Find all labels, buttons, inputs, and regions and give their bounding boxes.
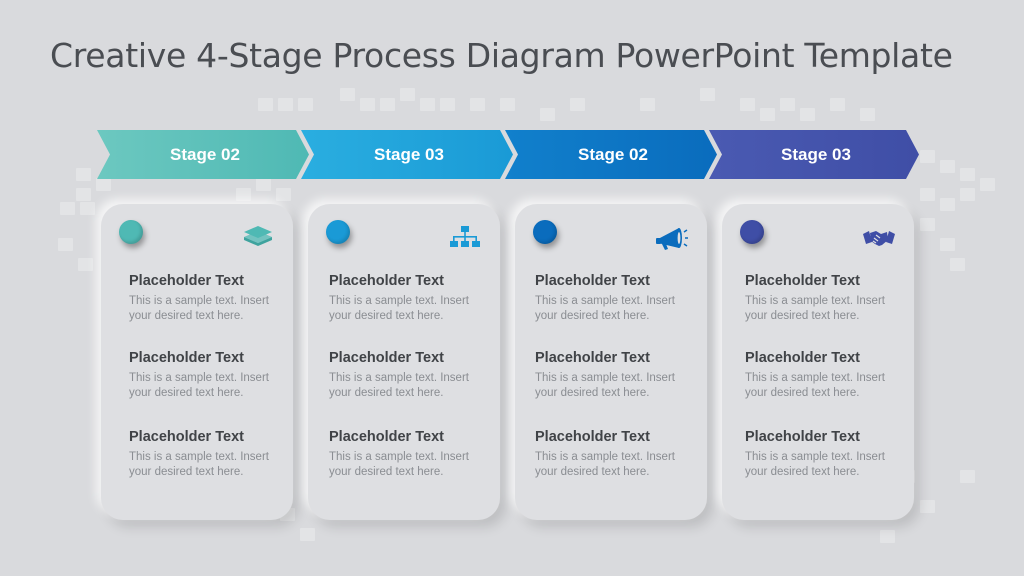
list-item: Placeholder Text This is a sample text. … [745, 429, 905, 480]
layers-icon [244, 226, 272, 246]
stage-card-2: Placeholder Text This is a sample text. … [308, 204, 500, 520]
stage-arrow-1: Stage 02 [97, 130, 309, 179]
item-title: Placeholder Text [129, 429, 244, 445]
stage-card-3: Placeholder Text This is a sample text. … [515, 204, 707, 520]
item-title: Placeholder Text [129, 273, 244, 289]
stage-arrow-label: Stage 03 [374, 144, 444, 164]
item-text: This is a sample text. Insert your desir… [129, 295, 269, 322]
item-title: Placeholder Text [535, 273, 650, 289]
list-item: Placeholder Text This is a sample text. … [129, 273, 289, 324]
stage-dot [533, 220, 557, 244]
stage-arrows: Stage 02 Stage 03 Stage 02 Stage 03 [0, 130, 1024, 180]
stage-card-1: Placeholder Text This is a sample text. … [101, 204, 293, 520]
stage-dot [740, 220, 764, 244]
list-item: Placeholder Text This is a sample text. … [329, 429, 489, 480]
item-text: This is a sample text. Insert your desir… [745, 451, 885, 478]
stage-dot [326, 220, 350, 244]
stage-dot [119, 220, 143, 244]
page-title: Creative 4-Stage Process Diagram PowerPo… [50, 36, 953, 75]
item-title: Placeholder Text [329, 273, 444, 289]
item-text: This is a sample text. Insert your desir… [535, 295, 675, 322]
stage-arrow-label: Stage 03 [781, 144, 851, 164]
list-item: Placeholder Text This is a sample text. … [129, 429, 289, 480]
megaphone-icon [656, 228, 688, 250]
list-item: Placeholder Text This is a sample text. … [329, 350, 489, 401]
hierarchy-icon [450, 226, 480, 247]
stage-arrow-2: Stage 03 [301, 130, 513, 179]
list-item: Placeholder Text This is a sample text. … [535, 429, 695, 480]
list-item: Placeholder Text This is a sample text. … [535, 350, 695, 401]
item-title: Placeholder Text [129, 350, 244, 366]
item-text: This is a sample text. Insert your desir… [745, 372, 885, 399]
item-text: This is a sample text. Insert your desir… [129, 451, 269, 478]
stage-arrow-3: Stage 02 [505, 130, 717, 179]
stage-arrow-label: Stage 02 [578, 144, 648, 164]
stage-arrow-4: Stage 03 [709, 130, 919, 179]
stage-card-4: Placeholder Text This is a sample text. … [722, 204, 914, 520]
list-item: Placeholder Text This is a sample text. … [745, 350, 905, 401]
list-item: Placeholder Text This is a sample text. … [129, 350, 289, 401]
item-title: Placeholder Text [745, 429, 860, 445]
item-text: This is a sample text. Insert your desir… [329, 372, 469, 399]
item-text: This is a sample text. Insert your desir… [329, 295, 469, 322]
item-title: Placeholder Text [535, 429, 650, 445]
item-title: Placeholder Text [535, 350, 650, 366]
item-text: This is a sample text. Insert your desir… [535, 372, 675, 399]
list-item: Placeholder Text This is a sample text. … [535, 273, 695, 324]
list-item: Placeholder Text This is a sample text. … [745, 273, 905, 324]
item-title: Placeholder Text [745, 350, 860, 366]
handshake-icon [863, 231, 895, 246]
item-text: This is a sample text. Insert your desir… [535, 451, 675, 478]
item-text: This is a sample text. Insert your desir… [129, 372, 269, 399]
item-text: This is a sample text. Insert your desir… [329, 451, 469, 478]
item-title: Placeholder Text [329, 429, 444, 445]
item-title: Placeholder Text [329, 350, 444, 366]
list-item: Placeholder Text This is a sample text. … [329, 273, 489, 324]
item-text: This is a sample text. Insert your desir… [745, 295, 885, 322]
item-title: Placeholder Text [745, 273, 860, 289]
stage-arrow-label: Stage 02 [170, 144, 240, 164]
